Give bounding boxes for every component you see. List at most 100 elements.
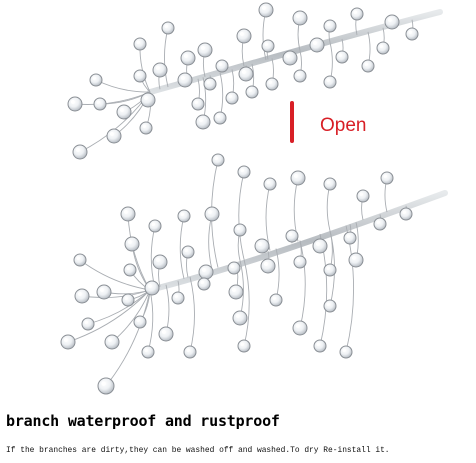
crystal-bead [293,69,307,83]
crystal-bead [323,263,337,277]
crystal-highlight [194,100,198,104]
crystal-highlight [136,40,140,44]
crystal-bead [260,258,276,274]
crystal-bead [237,339,251,353]
crystal-bead [141,345,155,359]
crystal-bead [116,104,132,120]
crystal-highlight [174,294,178,298]
crystal-highlight [342,348,346,352]
wire-stem [243,258,250,347]
crystal-bead [133,315,147,329]
crystal-highlight [206,80,210,84]
crystal-highlight [126,266,130,270]
crystal-highlight [326,180,330,184]
crystal-highlight [315,241,320,246]
wire-stem [87,289,151,325]
lower-branch-stem [147,190,448,293]
crystal-bead [233,223,247,237]
wire-stem [275,248,280,301]
crystal-bead [133,37,147,51]
crystal-highlight [402,210,406,214]
crystal-bead [282,50,298,66]
crystal-bead [148,219,162,233]
crystal-bead [261,39,275,53]
crystal-bead [245,85,259,99]
crystal-highlight [295,323,300,328]
crystal-highlight [261,5,266,10]
open-indicator-line [290,101,294,143]
crystal-bead [356,189,370,203]
crystal-highlight [296,72,300,76]
crystal-highlight [346,234,350,238]
wire-stem [326,183,331,231]
crystal-highlight [161,329,166,334]
crystal-highlight [288,232,292,236]
crystal-bead [380,171,394,185]
crystal-bead [123,263,137,277]
crystal-bead [313,339,327,353]
crystal-highlight [408,30,412,34]
crystal-bead [67,96,83,112]
crystal-bead [158,326,174,342]
open-label: Open [320,115,367,136]
crystal-bead [373,217,387,231]
crystal-bead [133,69,147,83]
crystal-highlight [200,280,204,284]
crystal-highlight [151,222,155,226]
wire-stem [189,276,195,353]
crystal-bead [348,252,364,268]
crystal-bead [350,7,364,21]
crystal-highlight [77,291,82,296]
crystal-highlight [183,53,188,58]
crystal-highlight [198,117,203,122]
crystal-bead [195,114,211,130]
crystal-bead [183,345,197,359]
crystal-highlight [383,174,387,178]
crystal-highlight [316,342,320,346]
crystal-highlight [235,313,240,318]
crystal-highlight [142,124,146,128]
crystal-highlight [186,348,190,352]
crystal-bead [181,245,195,259]
crystal-highlight [164,24,168,28]
crystal-bead [60,334,76,350]
crystal-highlight [143,95,148,100]
crystal-highlight [136,72,140,76]
crystal-highlight [92,76,96,80]
crystal-highlight [207,209,212,214]
crystal-highlight [326,266,330,270]
crystal-bead [180,50,196,66]
crystal-bead [81,317,95,331]
crystal-highlight [123,209,128,214]
crystal-bead [104,334,120,350]
crystal-highlight [296,258,300,262]
crystal-highlight [144,348,148,352]
crystal-highlight [147,283,152,288]
crystal-highlight [180,75,185,80]
lower-branch-crystals [60,153,413,395]
crystal-bead [171,291,185,305]
crystal-bead [269,293,283,307]
crystal-highlight [124,296,128,300]
crystal-bead [198,264,214,280]
crystal-bead [144,280,160,296]
crystal-bead [177,72,193,88]
crystal-bead [339,345,353,359]
crystal-bead [405,27,419,41]
crystal-bead [254,238,270,254]
crystal-bead [263,177,277,191]
crystal-highlight [359,192,363,196]
crystal-bead [74,288,90,304]
crystal-bead [258,2,274,18]
crystal-bead [152,254,168,270]
crystal-highlight [76,256,80,260]
crystal-highlight [293,173,298,178]
feature-headline: branch waterproof and rustproof [6,412,280,430]
crystal-bead [323,177,337,191]
crystal-bead [292,10,308,26]
crystal-bead [106,128,122,144]
crystal-bead [323,75,337,89]
crystal-highlight [266,180,270,184]
crystal-highlight [264,42,268,46]
crystal-bead [73,253,87,267]
